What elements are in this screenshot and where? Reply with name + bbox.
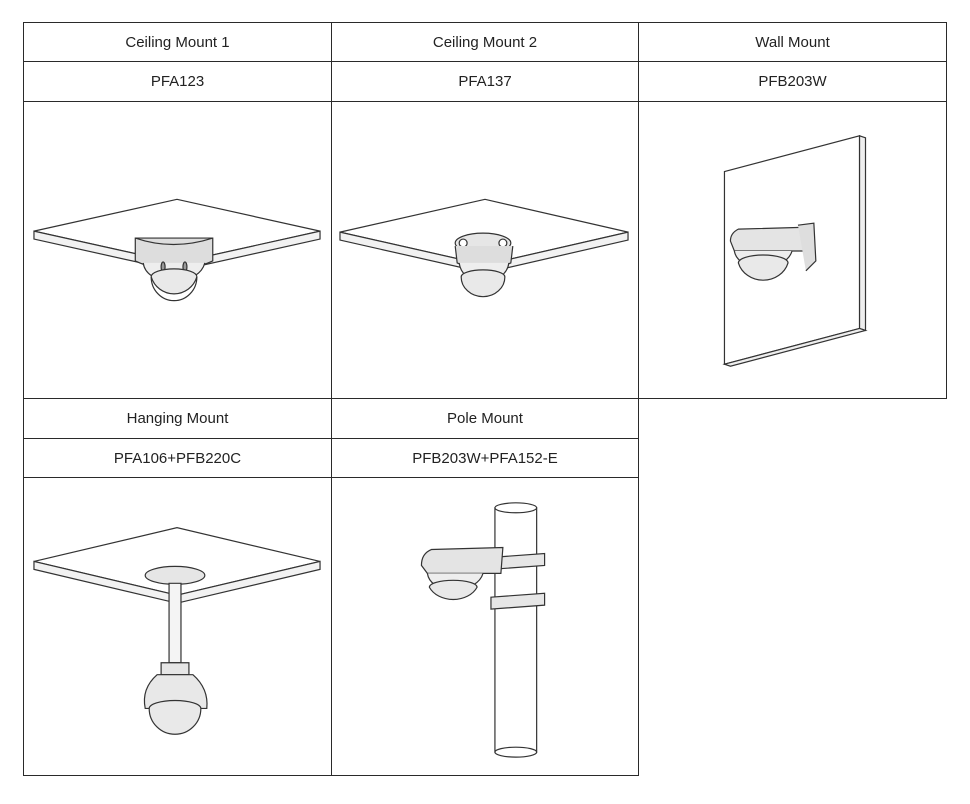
model-ceiling-1: PFA123 — [23, 61, 332, 102]
wall-mount-illustration — [638, 101, 947, 399]
model-wall: PFB203W — [638, 61, 947, 102]
ceiling-mount-2-illustration — [331, 101, 639, 399]
mount-name-ceiling-1: Ceiling Mount 1 — [23, 22, 332, 62]
mount-name-hanging: Hanging Mount — [23, 398, 332, 439]
ceiling-junction-box-camera-icon — [24, 102, 331, 398]
pole-bracket-camera-icon — [332, 478, 638, 775]
mount-name-pole: Pole Mount — [331, 398, 639, 439]
ceiling-mount-1-illustration — [23, 101, 332, 399]
pendant-camera-icon — [24, 478, 331, 775]
model-pole: PFB203W+PFA152-E — [331, 438, 639, 478]
mount-name-ceiling-2: Ceiling Mount 2 — [331, 22, 639, 62]
mount-name-wall: Wall Mount — [638, 22, 947, 62]
wall-bracket-camera-icon — [639, 102, 946, 398]
hanging-mount-illustration — [23, 477, 332, 776]
ceiling-adapter-camera-icon — [332, 102, 638, 398]
model-ceiling-2: PFA137 — [331, 61, 639, 102]
model-hanging: PFA106+PFB220C — [23, 438, 332, 478]
pole-mount-illustration — [331, 477, 639, 776]
